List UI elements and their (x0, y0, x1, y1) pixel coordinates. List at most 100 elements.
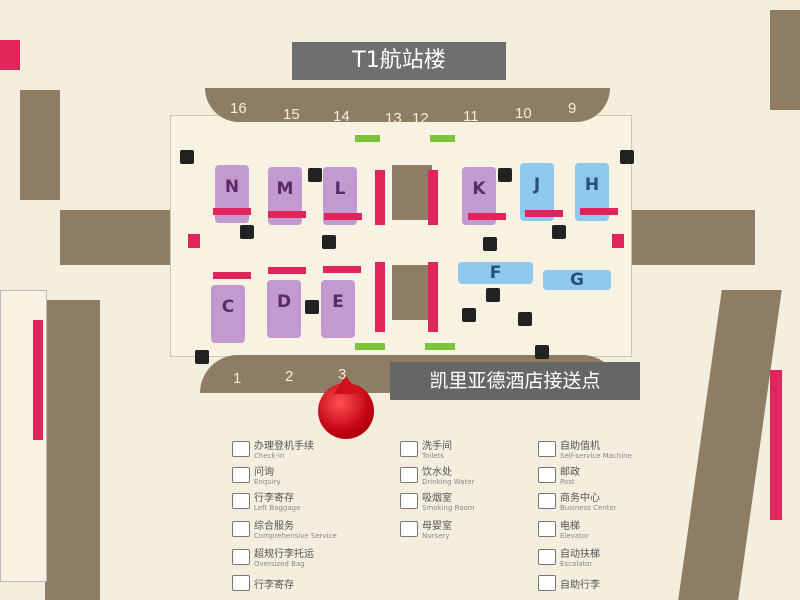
legend-label: 自动扶梯 (560, 549, 600, 560)
green-entrance (425, 343, 455, 350)
right-checkin-strip (770, 370, 782, 520)
escalator-icon (552, 225, 566, 239)
escalator-icon (538, 548, 556, 565)
gate-number: 12 (412, 110, 429, 127)
legend-label: 洗手间 (422, 441, 452, 452)
left-wing (60, 210, 190, 265)
checkin-bar (375, 170, 385, 225)
legend-label-en: Check-in (254, 452, 285, 460)
checkin-bar (428, 262, 438, 332)
gate-number: 1 (233, 370, 242, 387)
elevator-icon (486, 288, 500, 302)
legend-item: 行李寄存 (232, 575, 294, 591)
legend-label: 自助值机 (560, 441, 600, 452)
legend-label: 吸烟室 (422, 493, 452, 504)
legend-label: 母婴室 (422, 521, 452, 532)
lower-core (392, 265, 432, 320)
gate-number: 9 (568, 100, 577, 117)
green-entrance (430, 135, 455, 142)
checkin-bar (268, 211, 306, 218)
legend-label-en: Enquiry (254, 478, 281, 486)
toilet-icon (620, 150, 634, 164)
legend-label-en: Escalator (560, 560, 593, 568)
escalator-icon (240, 225, 254, 239)
legend-label-en: Self-service Machine (560, 452, 632, 460)
smoking-room-icon (400, 492, 418, 509)
post-icon (538, 466, 556, 483)
legend-label-en: Toilets (422, 452, 444, 460)
self-baggage-icon (538, 575, 556, 591)
enquiry-icon (305, 300, 319, 314)
legend-label: 行李寄存 (254, 493, 294, 504)
gate-number: 16 (230, 100, 247, 117)
checkin-bar (268, 267, 306, 274)
legend-label: 电梯 (560, 521, 580, 532)
legend-label: 问询 (254, 467, 274, 478)
legend-label: 商务中心 (560, 493, 600, 504)
counter-d: D (267, 280, 301, 338)
legend-label-en: Elevator (560, 532, 590, 540)
escalator-icon (535, 345, 549, 359)
legend-label-en: Oversized Bag (254, 560, 305, 568)
legend-label-en: Smoking Room (422, 504, 475, 512)
left-checkin-strip (33, 320, 43, 440)
gate-number: 15 (283, 106, 300, 123)
business-center-icon (538, 492, 556, 509)
checkin-bar (612, 234, 624, 248)
counter-e: E (321, 280, 355, 338)
legend-label-en: Nursery (422, 532, 450, 540)
left-road (45, 300, 100, 600)
top-right-road (770, 10, 800, 110)
counter-c: C (211, 285, 245, 343)
enquiry-icon (322, 235, 336, 249)
enquiry-icon (308, 168, 322, 182)
checkin-bar (188, 234, 200, 248)
top-curb (205, 88, 610, 122)
drinking-water-icon (400, 466, 418, 483)
nursery-icon (400, 520, 418, 537)
gate-number: 14 (333, 108, 350, 125)
checkin-bar (468, 213, 506, 220)
gate-number: 13 (385, 110, 402, 127)
gate-number: 2 (285, 368, 294, 385)
gate-number: 10 (515, 105, 532, 122)
baggage-icon (232, 492, 250, 509)
legend-item: 自助行李 (538, 575, 600, 591)
legend-label-en: Drinking Water (422, 478, 475, 486)
top-left-block (0, 40, 20, 70)
storage-icon (232, 575, 250, 591)
checkin-bar (323, 266, 361, 273)
legend-label-en: Left Baggage (254, 504, 301, 512)
checkin-bar (580, 208, 618, 215)
enquiry-icon (498, 168, 512, 182)
legend-label: 综合服务 (254, 521, 294, 532)
counter-g: G (543, 270, 611, 290)
legend-label-en: Post (560, 478, 575, 486)
green-entrance (355, 135, 380, 142)
legend-label: 行李寄存 (254, 579, 294, 591)
enquiry-icon (483, 237, 497, 251)
enquiry-icon (232, 466, 250, 483)
legend-label: 超规行李托运 (254, 549, 314, 560)
service-icon (232, 520, 250, 537)
gate-number: 3 (338, 366, 347, 383)
pickup-point-label: 凯里亚德酒店接送点 (390, 362, 640, 400)
legend-label-en: Comprehensive Service (254, 532, 337, 540)
legend-label: 饮水处 (422, 467, 452, 478)
checkin-bar (213, 272, 251, 279)
green-entrance (355, 343, 385, 350)
enquiry-icon (462, 308, 476, 322)
checkin-icon (232, 440, 250, 457)
left-top-road (20, 90, 60, 200)
toilet-icon (180, 150, 194, 164)
checkin-bar (324, 213, 362, 220)
checkin-bar (213, 208, 251, 215)
